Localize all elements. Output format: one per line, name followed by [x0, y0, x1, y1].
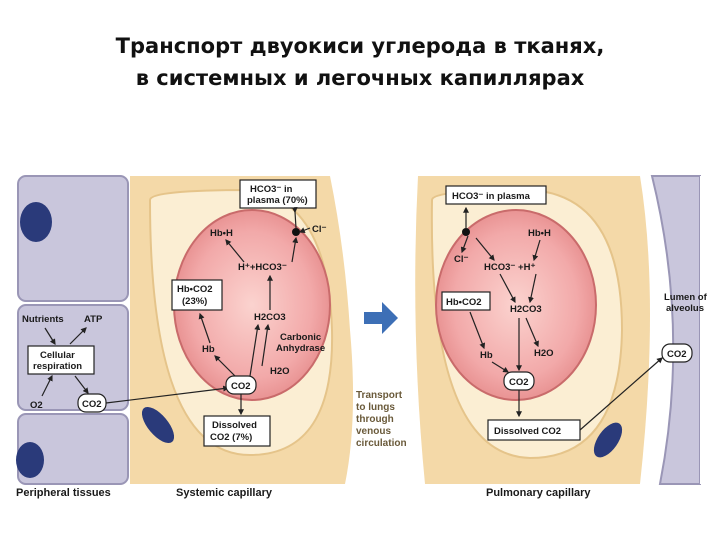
systemic-h2o-label: H2O — [270, 366, 290, 377]
endothelial-nucleus-pulmonary — [593, 422, 623, 458]
alveolar-wall — [650, 175, 701, 485]
atp-label: ATP — [84, 314, 103, 325]
rbc-pulmonary — [435, 209, 597, 401]
pulmonary-hbco2-box — [441, 291, 491, 311]
transport-note: Transport to lungs through venous circul… — [356, 390, 407, 449]
peripheral-tissues-caption: Peripheral tissues — [16, 487, 111, 499]
tissue-cell-bottom — [17, 413, 129, 485]
alveolus-co2-label: CO2 — [667, 349, 687, 360]
nucleus-bottom — [16, 442, 44, 478]
pulmonary-capillary — [415, 176, 650, 484]
transport-note-line5: circulation — [356, 438, 407, 449]
pulmonary-h2o-label: H2O — [534, 348, 554, 359]
systemic-hbco2-line1: Hb•CO2 — [177, 284, 213, 295]
systemic-co2-label: CO2 — [231, 381, 251, 392]
systemic-hco3-line2: plasma (70%) — [247, 195, 308, 206]
transport-note-line2: to lungs — [356, 402, 395, 413]
alveolus — [650, 175, 720, 485]
endothelial-nucleus-systemic — [141, 406, 175, 444]
systemic-hb-label: Hb — [202, 344, 215, 355]
transport-arrow-icon — [364, 302, 398, 334]
pulmonary-co2-label: CO2 — [509, 377, 529, 388]
pulmonary-capillary-caption: Pulmonary capillary — [486, 487, 591, 499]
systemic-hbco2-line2: (23%) — [182, 296, 207, 307]
systemic-hbh-label: Hb•H — [210, 228, 233, 239]
pulmonary-h2co3-label: H2CO3 — [510, 304, 542, 315]
pulmonary-hb-label: Hb — [480, 350, 493, 361]
tissue-co2-label: CO2 — [82, 399, 102, 410]
systemic-hbco2-box — [171, 279, 223, 311]
systemic-hco3-line1: HCO3⁻ in — [250, 184, 293, 195]
cellular-respiration-box — [27, 345, 95, 375]
systemic-dissolved-line2: CO2 (7%) — [210, 432, 252, 443]
pulmonary-hco3-h-label: HCO3⁻ +H⁺ — [484, 262, 535, 273]
systemic-dissolved-box — [203, 415, 271, 447]
tissue-cells — [16, 175, 129, 485]
o2-label: O2 — [30, 400, 43, 411]
transport-note-line4: venous — [356, 426, 391, 437]
systemic-h-hco3-label: H⁺+HCO3⁻ — [238, 262, 287, 273]
pulmonary-dissolved-label: Dissolved CO2 — [494, 426, 561, 437]
systemic-cl-label: Cl⁻ — [312, 224, 327, 235]
page-title: Транспорт двуокиси углерода в тканях, в … — [0, 30, 720, 94]
nucleus-top — [20, 202, 52, 242]
alveolus-co2-bubble — [661, 343, 693, 363]
systemic-capillary — [130, 176, 354, 484]
systemic-dissolved-line1: Dissolved — [212, 420, 257, 431]
systemic-hco3-box — [239, 179, 317, 209]
cellular-label: Cellular — [40, 350, 75, 361]
pulmonary-hbco2-label: Hb•CO2 — [446, 297, 482, 308]
alveolus-label: alveolus — [666, 303, 704, 314]
title-line-1: Транспорт двуокиси углерода в тканях, — [115, 34, 605, 58]
transport-note-line1: Transport — [356, 390, 403, 401]
pulmonary-hco3-box — [445, 185, 547, 205]
systemic-h2co3-label: H2CO3 — [254, 312, 286, 323]
pulmonary-hco3-label: HCO3⁻ in plasma — [452, 191, 531, 202]
systemic-capillary-caption: Systemic capillary — [176, 487, 273, 499]
lumen-of-label: Lumen of — [664, 292, 708, 303]
title-line-2: в системных и легочных капиллярах — [135, 66, 585, 90]
pulmonary-cl-label: Cl⁻ — [454, 254, 469, 265]
nutrients-label: Nutrients — [22, 314, 64, 325]
carbonic-label: Carbonic — [280, 332, 321, 343]
pulmonary-hbh-label: Hb•H — [528, 228, 551, 239]
respiration-label: respiration — [33, 361, 82, 372]
transport-note-line3: through — [356, 414, 394, 425]
anhydrase-label: Anhydrase — [276, 343, 325, 354]
